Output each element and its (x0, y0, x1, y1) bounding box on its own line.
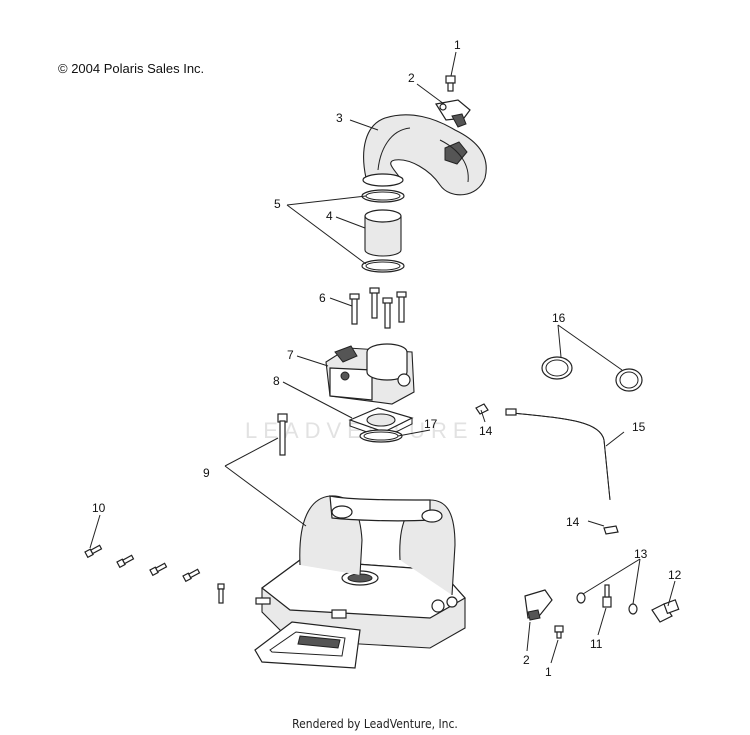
callout-1-bottom: 1 (545, 665, 552, 679)
gasket-plate-8 (348, 407, 414, 439)
callout-4: 4 (326, 209, 333, 223)
callout-13: 13 (634, 547, 648, 561)
bolt-1-bottom (554, 625, 564, 639)
callout-7: 7 (287, 348, 294, 362)
long-bolt-9 (277, 413, 288, 456)
callout-14-top: 14 (479, 424, 493, 438)
hose-clamp-14-top (475, 403, 489, 415)
o-ring-5-upper (361, 189, 405, 203)
sensor-2-bottom (524, 589, 553, 621)
copyright-text: © 2004 Polaris Sales Inc. (58, 61, 205, 76)
callout-17: 17 (424, 417, 438, 431)
callout-12: 12 (668, 568, 682, 582)
callout-5: 5 (274, 197, 281, 211)
callout-16: 16 (552, 311, 566, 325)
callout-11: 11 (590, 637, 603, 651)
o-rings-13 (576, 592, 638, 615)
callout-8: 8 (273, 374, 280, 388)
callout-1-top: 1 (454, 38, 461, 52)
callout-9: 9 (203, 466, 210, 480)
footer-text: Rendered by LeadVenture, Inc. (292, 717, 458, 731)
sensor-2-top (435, 99, 471, 128)
callout-15: 15 (632, 420, 646, 434)
bolts-6 (349, 287, 407, 329)
hose-clamp-14-bottom (603, 525, 619, 535)
leader-lines (89, 51, 676, 664)
o-ring-17 (359, 429, 403, 443)
intake-elbow-3 (362, 114, 487, 196)
bolt-1-top (445, 75, 456, 92)
o-rings-16 (541, 356, 643, 392)
sleeve-4 (364, 209, 402, 257)
bolts-10 (84, 544, 225, 604)
callout-14-bottom: 14 (566, 515, 580, 529)
o-ring-5-lower (361, 259, 405, 273)
callout-3: 3 (336, 111, 343, 125)
fitting-11 (602, 584, 612, 608)
bolt-12 (651, 599, 680, 623)
callout-6: 6 (319, 291, 326, 305)
callout-10: 10 (92, 501, 106, 515)
throttle-body-7 (325, 343, 415, 405)
callout-2-top: 2 (408, 71, 415, 85)
callout-2-bottom: 2 (523, 653, 530, 667)
intake-manifold (254, 495, 466, 669)
vacuum-line-15 (505, 408, 611, 501)
